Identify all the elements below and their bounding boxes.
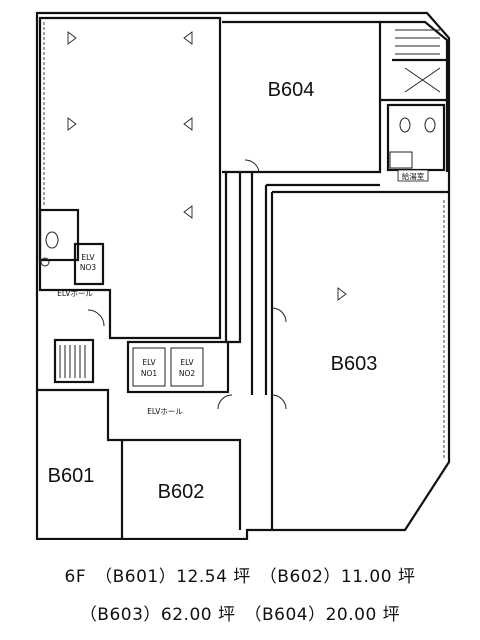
room-b604-walls [222,20,382,174]
elevator-no2-shaft [170,347,204,387]
toilet-icon [424,117,436,133]
toilet-icon [45,231,59,249]
hot-water-room-label: 給湯室 [402,171,425,181]
area-caption-line-2: （B603）62.00 坪 （B604）20.00 坪 [79,605,401,625]
floor-plan: B604 B603 B601 B602 ELV NO3 ELV NO1 ELV … [35,11,451,540]
room-b603-label: B603 [331,353,378,375]
elevator-no1-shaft [132,347,166,387]
room-b604-label: B604 [268,79,315,101]
hot-water-room-box [397,169,429,182]
door-b602 [217,394,233,410]
elv-hall-upper-label: ELVホール [57,289,93,298]
door-b604 [244,159,260,173]
door-left [87,309,105,327]
elevator-no3-label-1: ELV [81,253,95,262]
stairs-lower-left [59,345,86,378]
building-outline [35,11,451,540]
elevator-no1-label-1: ELV [142,358,156,367]
room-b601-b602-walls [37,388,242,539]
door-b603-lower [271,394,287,410]
stairs-top-right [395,29,441,93]
room-b603-walls [270,190,448,530]
elevator-no2-label-2: NO2 [179,369,196,378]
left-restroom-walls [38,208,80,262]
sink-icon [40,257,50,267]
restroom-walls [386,103,446,172]
corridor-walls [224,172,380,395]
room-upper-left-walls [38,16,222,340]
sink-icon [389,151,413,169]
room-b601-label: B601 [48,465,95,487]
column-marks [67,31,347,301]
room-b602-label: B602 [158,481,205,503]
stair-lower-left-walls [53,338,95,384]
elevator-core-lower [126,340,230,394]
elevator-no1-label-2: NO1 [141,369,158,378]
door-b603 [271,307,287,323]
stair-core-walls [380,20,449,172]
elv-hall-lower-label: ELVホール [147,407,183,416]
elevator-no3-shaft [73,242,105,286]
toilet-icon [399,117,411,133]
elevator-no3-label-2: NO3 [80,263,97,272]
area-caption-line-1: 6F （B601）12.54 坪 （B602）11.00 坪 [64,567,416,587]
elevator-no2-label-1: ELV [180,358,194,367]
